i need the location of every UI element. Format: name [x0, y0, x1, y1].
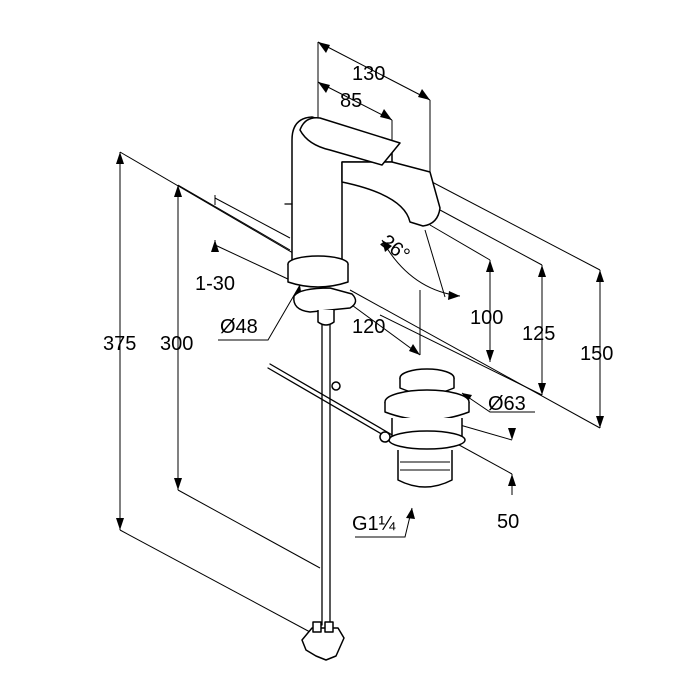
label-1-30: 1-30 [195, 273, 235, 295]
label-50: 50 [497, 511, 519, 533]
label-85: 85 [340, 90, 362, 112]
hose-fitting [301, 627, 345, 661]
faucet [267, 116, 441, 661]
label-diameter-48: Ø48 [220, 316, 258, 338]
label-g1-quarter: G1¼ [352, 513, 396, 535]
mounting-plate [293, 287, 357, 313]
label-125: 125 [522, 323, 555, 345]
label-120: 120 [352, 316, 385, 338]
label-150: 150 [580, 343, 613, 365]
label-300: 300 [160, 333, 193, 355]
dimension-arrows [116, 42, 604, 530]
faucet-lever [299, 117, 401, 166]
label-100: 100 [470, 307, 503, 329]
drain-assembly [379, 368, 470, 488]
label-375: 375 [103, 333, 136, 355]
faucet-spout [341, 161, 441, 227]
label-diameter-63: Ø63 [488, 393, 526, 415]
label-26-degrees: 26° [376, 231, 413, 267]
dimension-lines [119, 41, 601, 633]
label-130: 130 [352, 63, 385, 85]
